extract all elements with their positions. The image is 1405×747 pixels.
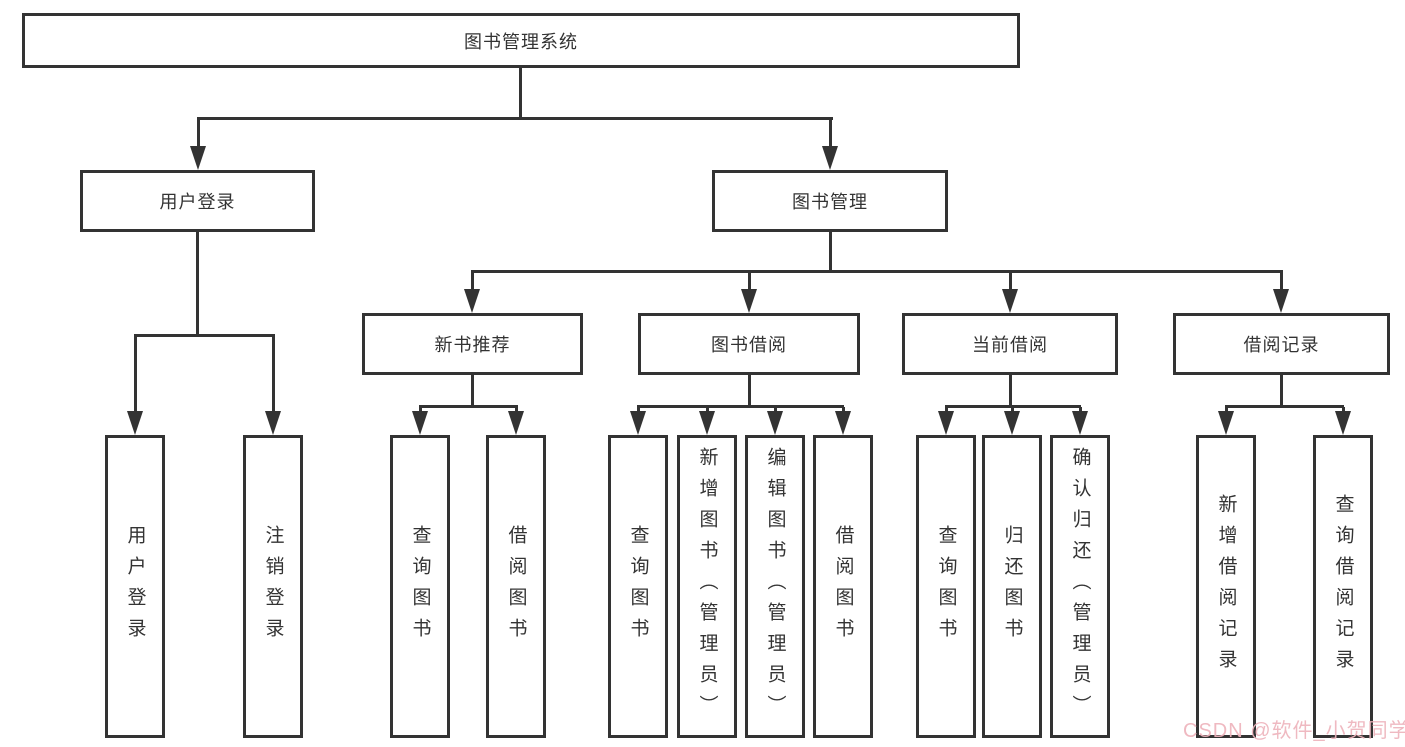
leaf-current-query-books-label: 查询图书	[935, 524, 957, 649]
connector-line	[1225, 407, 1228, 413]
arrow-down-icon	[1004, 411, 1020, 435]
node-root-label: 图书管理系统	[464, 31, 578, 52]
connector-line	[829, 232, 832, 272]
connector-line	[637, 405, 844, 408]
node-book-management-label: 图书管理	[792, 192, 868, 212]
leaf-borrow-query-books: 查询图书	[608, 435, 668, 738]
connector-line	[1280, 375, 1283, 407]
connector-line	[706, 407, 709, 413]
leaf-return-books-label: 归还图书	[1001, 524, 1023, 649]
arrow-down-icon	[1273, 289, 1289, 313]
leaf-edit-books-admin-label: 编辑图书（管理员）	[764, 447, 786, 726]
connector-line	[134, 334, 275, 337]
leaf-logout: 注销登录	[243, 435, 303, 738]
leaf-recommend-borrow-books-label: 借阅图书	[505, 524, 527, 649]
leaf-user-login: 用户登录	[105, 435, 165, 738]
arrow-down-icon	[265, 411, 281, 435]
connector-line	[637, 407, 640, 413]
arrow-down-icon	[190, 146, 206, 170]
leaf-borrow-query-books-label: 查询图书	[627, 524, 649, 649]
arrow-down-icon	[630, 411, 646, 435]
arrow-down-icon	[767, 411, 783, 435]
node-current-borrow-label: 当前借阅	[972, 335, 1048, 355]
connector-line	[945, 407, 948, 413]
leaf-borrow-books-label: 借阅图书	[832, 524, 854, 649]
arrow-down-icon	[938, 411, 954, 435]
connector-line	[945, 405, 1081, 408]
connector-line	[829, 118, 832, 147]
connector-line	[197, 118, 200, 147]
leaf-current-query-books: 查询图书	[916, 435, 976, 738]
arrow-down-icon	[412, 411, 428, 435]
node-book-borrow-label: 图书借阅	[711, 335, 787, 355]
arrow-down-icon	[464, 289, 480, 313]
connector-line	[1009, 375, 1012, 407]
leaf-user-login-label: 用户登录	[124, 524, 146, 649]
arrow-down-icon	[699, 411, 715, 435]
connector-line	[471, 272, 474, 289]
leaf-confirm-return-admin: 确认归还（管理员）	[1050, 435, 1110, 738]
connector-line	[196, 232, 199, 336]
arrow-down-icon	[1002, 289, 1018, 313]
arrow-down-icon	[1218, 411, 1234, 435]
arrow-down-icon	[127, 411, 143, 435]
arrow-down-icon	[822, 146, 838, 170]
connector-line	[774, 407, 777, 413]
arrow-down-icon	[508, 411, 524, 435]
node-borrow-records-label: 借阅记录	[1243, 335, 1320, 355]
node-book-management: 图书管理	[712, 170, 948, 232]
leaf-recommend-borrow-books: 借阅图书	[486, 435, 546, 738]
leaf-recommend-query-books-label: 查询图书	[409, 524, 431, 649]
connector-line	[1280, 272, 1283, 289]
connector-line	[419, 407, 422, 413]
node-borrow-records: 借阅记录	[1173, 313, 1390, 375]
connector-line	[519, 68, 522, 118]
connector-line	[134, 336, 137, 412]
connector-line	[1011, 407, 1014, 413]
csdn-watermark: CSDN @软件_小贺同学	[1183, 720, 1405, 742]
connector-line	[748, 375, 751, 407]
arrow-down-icon	[835, 411, 851, 435]
connector-line	[1009, 272, 1012, 289]
leaf-add-borrow-record-label: 新增借阅记录	[1215, 493, 1237, 680]
connector-line	[1079, 407, 1082, 413]
node-user-login-label: 用户登录	[159, 192, 236, 212]
node-book-borrow: 图书借阅	[638, 313, 860, 375]
node-root: 图书管理系统	[22, 13, 1020, 68]
connector-line	[419, 405, 518, 408]
leaf-query-borrow-record: 查询借阅记录	[1313, 435, 1373, 738]
connector-line	[515, 407, 518, 413]
leaf-borrow-books: 借阅图书	[813, 435, 873, 738]
leaf-edit-books-admin: 编辑图书（管理员）	[745, 435, 805, 738]
node-new-book-recommend: 新书推荐	[362, 313, 583, 375]
leaf-recommend-query-books: 查询图书	[390, 435, 450, 738]
connector-line	[272, 336, 275, 412]
node-new-book-recommend-label: 新书推荐	[434, 335, 511, 355]
connector-line	[471, 270, 1283, 273]
connector-line	[197, 117, 833, 120]
leaf-logout-label: 注销登录	[262, 524, 284, 649]
connector-line	[1225, 405, 1344, 408]
arrow-down-icon	[1072, 411, 1088, 435]
leaf-query-borrow-record-label: 查询借阅记录	[1332, 493, 1354, 680]
leaf-return-books: 归还图书	[982, 435, 1042, 738]
connector-line	[1342, 407, 1345, 413]
connector-line	[471, 375, 474, 407]
node-current-borrow: 当前借阅	[902, 313, 1118, 375]
leaf-add-borrow-record: 新增借阅记录	[1196, 435, 1256, 738]
leaf-confirm-return-admin-label: 确认归还（管理员）	[1069, 447, 1091, 726]
leaf-add-books-admin-label: 新增图书（管理员）	[696, 447, 718, 726]
arrow-down-icon	[741, 289, 757, 313]
connector-line	[748, 272, 751, 289]
node-user-login: 用户登录	[80, 170, 315, 232]
leaf-add-books-admin: 新增图书（管理员）	[677, 435, 737, 738]
arrow-down-icon	[1335, 411, 1351, 435]
connector-line	[842, 407, 845, 413]
